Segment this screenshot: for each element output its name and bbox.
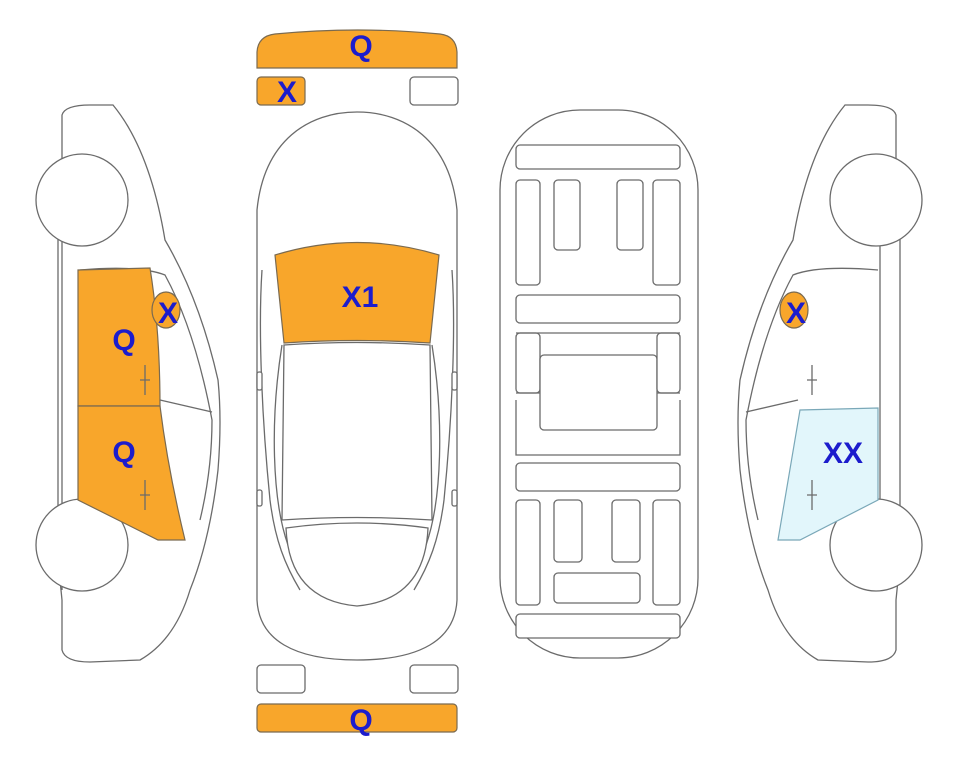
underbody-rear-right-rail [652,499,681,606]
roof[interactable] [281,341,433,521]
body-line-right [425,344,441,546]
left-front-handle [140,365,150,395]
rear-bumper[interactable] [256,703,458,733]
right-front-wheel[interactable] [829,153,923,247]
top-handle-right [451,489,458,507]
left-rear-door[interactable] [77,405,186,541]
underbody-center-frame [515,332,681,456]
left-headlight[interactable] [256,76,306,106]
left-taillight[interactable] [256,664,306,694]
underbody-front-bar [515,144,681,170]
underbody-rear-right-box [611,499,641,563]
left-rear-door-label: Q [112,436,135,469]
left-mirror[interactable] [151,291,181,329]
rear-bumper-label: Q [349,704,372,737]
rear-window[interactable] [285,522,429,607]
underbody-rear-left-box [553,499,583,563]
front-bumper[interactable] [256,29,458,69]
front-bumper-label: Q [349,30,372,63]
left-side-view: Q Q X [35,104,221,663]
right-window-divider [745,399,799,413]
right-rear-door-label: XX [823,437,863,470]
top-mirror-right [451,371,458,391]
body-line-left [273,344,289,546]
underbody-mid-right [656,332,681,394]
top-mirror-left [256,371,263,391]
hood-line-left [259,269,301,591]
front-parts: Q X [256,29,459,109]
right-headlight[interactable] [409,76,459,106]
underbody-center-panel [539,354,658,431]
right-mirror[interactable] [779,291,809,329]
underbody-rear-left-rail [515,499,541,606]
underbody-rear-box [553,572,641,604]
underbody-front-left-box [553,179,581,251]
underbody-mid-left [515,332,541,394]
hood-line-right [413,269,455,591]
right-window-line [745,267,879,521]
left-front-door-label: Q [112,324,135,357]
left-window-divider [159,399,213,413]
underbody-mid-bar-2 [515,462,681,492]
right-front-handle [807,365,817,395]
right-mirror-label: X [786,297,806,330]
right-side-view: XX X [737,104,923,663]
underbody-front-right-box [616,179,644,251]
left-rear-handle [140,480,150,510]
left-headlight-label: X [277,76,297,109]
car-top-view: X1 [256,111,458,661]
underbody-view [499,109,699,659]
underbody-mid-bar-1 [515,294,681,324]
windshield-label: X1 [342,281,379,314]
rear-parts: Q [256,664,459,737]
top-handle-left [256,489,263,507]
windshield[interactable] [274,241,440,344]
left-front-wheel[interactable] [35,153,129,247]
underbody-rear-bar [515,613,681,639]
right-rear-handle [807,480,817,510]
underbody-front-right-rail [652,179,681,286]
left-mirror-label: X [158,297,178,330]
right-rear-door[interactable] [777,407,879,541]
underbody-front-left-rail [515,179,541,286]
right-taillight[interactable] [409,664,459,694]
